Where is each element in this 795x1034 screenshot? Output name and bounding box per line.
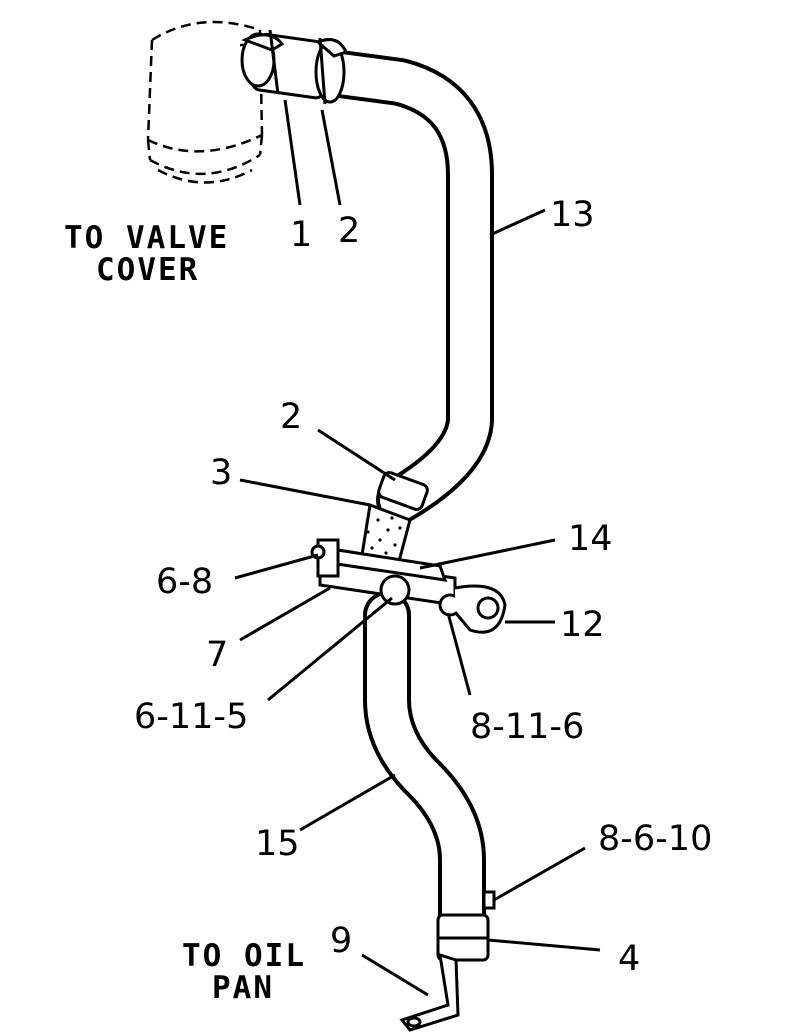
callout-9: 9 [330, 921, 352, 961]
callout-14: 14 [568, 519, 613, 559]
callout-1: 1 [290, 215, 312, 255]
callout-8-11-6: 8-11-6 [470, 707, 584, 747]
note-oil-pan-line2: PAN [212, 970, 274, 1006]
callout-6-11-5: 6-11-5 [134, 697, 248, 737]
callout-13: 13 [550, 195, 595, 235]
hose-3-with-clamp [360, 471, 429, 567]
callout-2-top: 2 [338, 211, 360, 251]
callout-7: 7 [206, 635, 228, 675]
callout-2-mid: 2 [280, 397, 302, 437]
upper-tube-13 [301, 48, 494, 524]
note-valve-cover-line2: COVER [96, 252, 199, 288]
callout-3: 3 [210, 453, 232, 493]
lower-tube-15 [363, 591, 486, 959]
callout-6-8: 6-8 [156, 562, 213, 602]
callout-12: 12 [560, 605, 605, 645]
hose-1-and-clamps-top [240, 29, 349, 105]
clamp-bracket-assembly [310, 538, 507, 634]
callout-leaders [234, 99, 601, 997]
note-valve-cover-line1: TO VALVE [64, 220, 229, 256]
note-oil-pan-line1: TO OIL [182, 938, 306, 974]
callout-15: 15 [255, 824, 300, 864]
callout-4: 4 [618, 939, 640, 979]
callout-8-6-10: 8-6-10 [598, 819, 712, 859]
